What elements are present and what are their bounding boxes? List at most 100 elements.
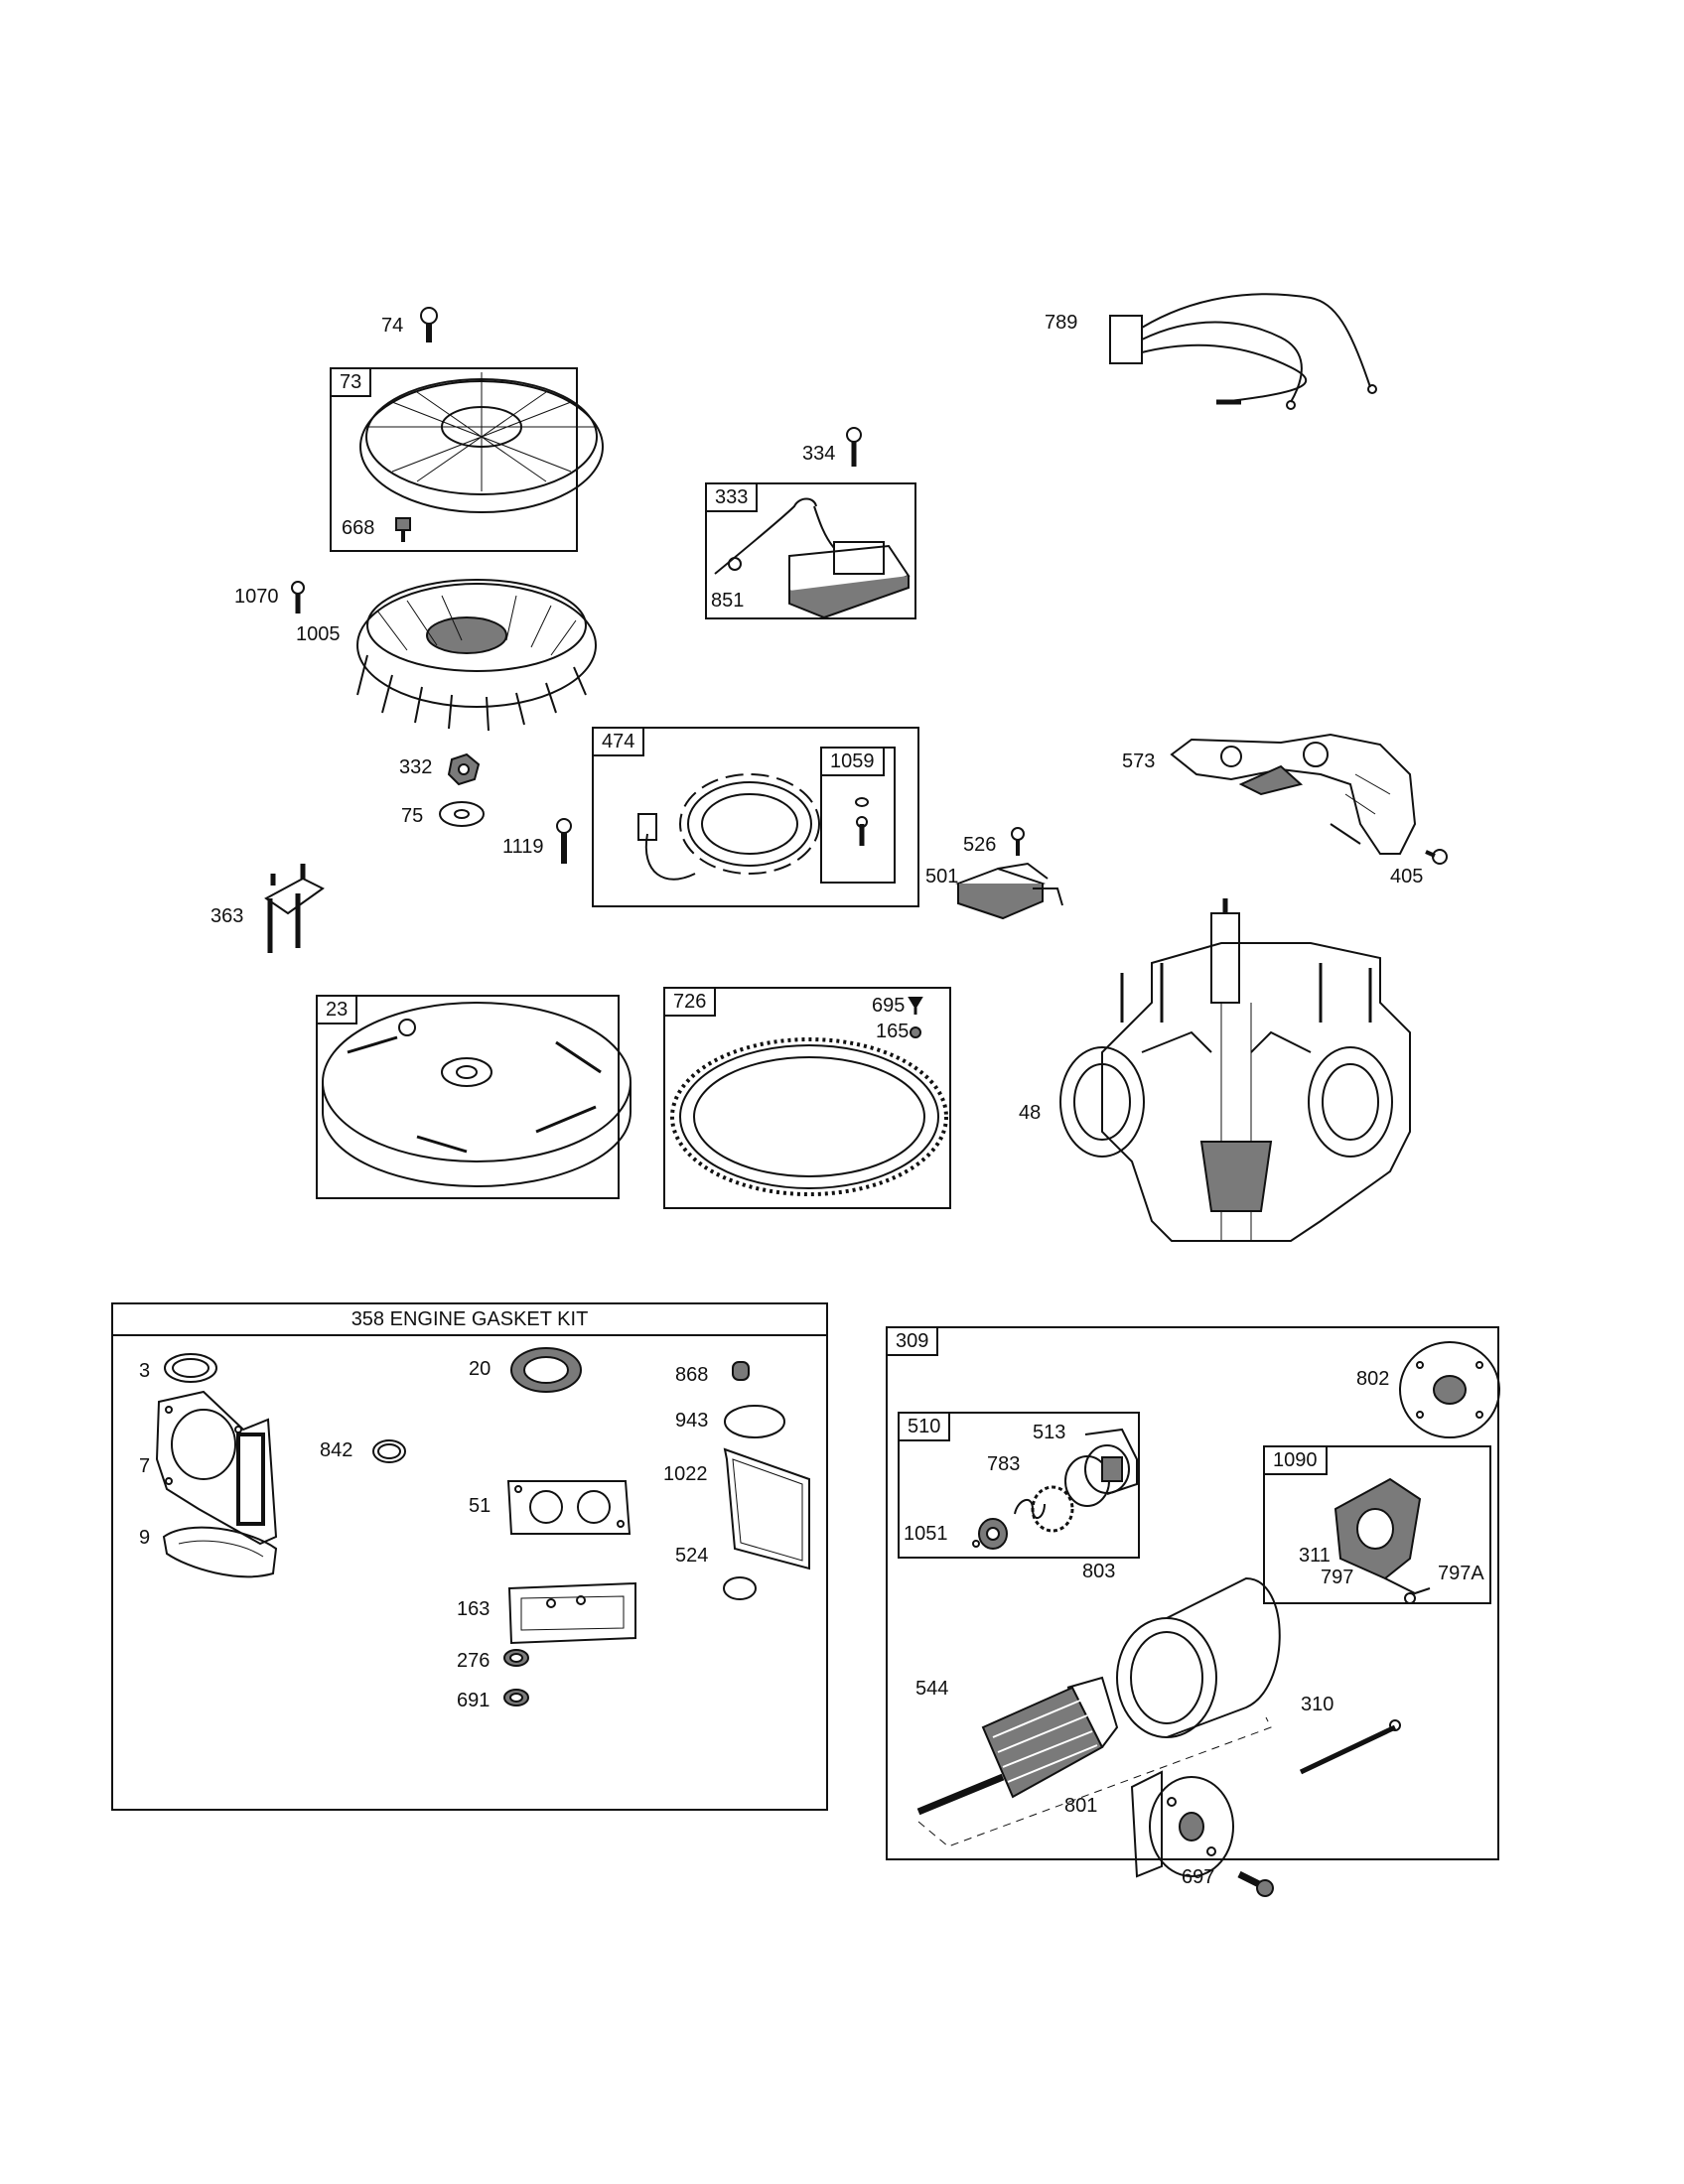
screw-1119-icon xyxy=(557,819,571,864)
alternator-stator-icon xyxy=(638,774,819,880)
callout-7: 7 xyxy=(139,1455,151,1477)
callout-332: 332 xyxy=(399,756,433,778)
callout-48: 48 xyxy=(1019,1102,1042,1124)
gasket-3-icon xyxy=(165,1354,216,1382)
part-726-box: 726 xyxy=(663,987,951,1209)
callout-797a: 797A xyxy=(1438,1563,1484,1584)
screw-697-icon xyxy=(1239,1874,1273,1896)
grommet-868-icon xyxy=(733,1362,749,1380)
callout-573: 573 xyxy=(1122,751,1156,772)
callout-334: 334 xyxy=(802,443,836,465)
part-73-tag: 73 xyxy=(332,369,372,397)
callout-544: 544 xyxy=(915,1678,949,1700)
callout-691: 691 xyxy=(457,1690,491,1711)
callout-797: 797 xyxy=(1321,1567,1354,1588)
callout-842: 842 xyxy=(320,1439,353,1461)
callout-802: 802 xyxy=(1356,1368,1390,1390)
fastener-1059-icon xyxy=(856,798,868,846)
callout-363: 363 xyxy=(210,905,244,927)
voltage-regulator-icon xyxy=(958,864,1062,918)
callout-695: 695 xyxy=(872,995,906,1017)
rivet-695-icon xyxy=(910,998,921,1015)
part-510-tag: 510 xyxy=(900,1414,951,1441)
part-474-box: 474 xyxy=(592,727,919,907)
part-309-tag: 309 xyxy=(888,1328,939,1356)
oring-943-icon xyxy=(725,1406,784,1437)
callout-851: 851 xyxy=(711,590,745,612)
seal-691-icon xyxy=(504,1690,528,1706)
nut-165-icon xyxy=(911,1027,920,1037)
callout-311: 311 xyxy=(1299,1545,1331,1567)
callout-51: 51 xyxy=(469,1495,491,1517)
drive-pinion-icon xyxy=(973,1430,1137,1549)
engine-shield-icon xyxy=(1172,735,1415,854)
seal-276-icon xyxy=(504,1650,528,1666)
part-726-tag: 726 xyxy=(665,989,717,1017)
starter-309-box: 309 xyxy=(886,1326,1499,1860)
callout-20: 20 xyxy=(469,1358,491,1380)
callout-405: 405 xyxy=(1390,866,1424,887)
plate-802-icon xyxy=(1400,1342,1499,1437)
armature-544-icon xyxy=(918,1678,1271,1846)
callout-697: 697 xyxy=(1182,1866,1215,1888)
part-333-box: 333 xyxy=(705,482,916,619)
callout-783: 783 xyxy=(987,1453,1021,1475)
callout-868: 868 xyxy=(675,1364,709,1386)
callout-1051: 1051 xyxy=(904,1523,948,1545)
cover-gasket-1022-icon xyxy=(725,1449,809,1569)
callout-526: 526 xyxy=(963,834,997,856)
callout-801: 801 xyxy=(1064,1795,1098,1817)
ignition-armature-icon xyxy=(715,499,909,618)
screw-526-icon xyxy=(1012,828,1024,856)
callout-9: 9 xyxy=(139,1527,151,1549)
part-474-tag: 474 xyxy=(594,729,645,756)
screw-1070-icon xyxy=(292,582,304,614)
callout-3: 3 xyxy=(139,1360,151,1382)
brush-plate-1090-icon xyxy=(1335,1479,1430,1603)
callout-803: 803 xyxy=(1082,1561,1116,1582)
part-73-box: 73 xyxy=(330,367,578,552)
callout-789: 789 xyxy=(1045,312,1078,334)
callout-276: 276 xyxy=(457,1650,491,1672)
gasket-9-icon xyxy=(164,1528,276,1577)
blower-fan-icon xyxy=(357,580,596,731)
callout-310: 310 xyxy=(1301,1694,1334,1715)
oring-842-icon xyxy=(373,1440,405,1462)
wiring-harness-icon xyxy=(1110,294,1376,409)
frame-803-icon xyxy=(1117,1578,1280,1737)
end-cap-801-icon xyxy=(1132,1772,1233,1876)
flywheel-icon xyxy=(323,1003,631,1186)
engine-block-icon xyxy=(1060,898,1410,1241)
part-333-tag: 333 xyxy=(707,484,759,512)
callout-74: 74 xyxy=(381,315,404,337)
oring-524-icon xyxy=(724,1577,756,1599)
nut-332-icon xyxy=(449,754,479,784)
callout-75: 75 xyxy=(401,805,424,827)
screw-74-icon xyxy=(421,308,437,342)
thru-bolt-310-icon xyxy=(1301,1720,1400,1772)
callout-513: 513 xyxy=(1033,1422,1066,1443)
head-gasket-7-icon xyxy=(157,1392,276,1544)
screw-405-icon xyxy=(1426,850,1447,864)
gasket-163-icon xyxy=(509,1583,635,1643)
seal-20-icon xyxy=(511,1348,581,1392)
part-1059-box: 1059 xyxy=(820,747,896,884)
callout-668: 668 xyxy=(342,517,375,539)
part-1090-box: 1090 xyxy=(1263,1445,1491,1604)
gasket-kit-title: 358 ENGINE GASKET KIT xyxy=(113,1304,826,1336)
callout-165: 165 xyxy=(876,1021,910,1042)
callout-1005: 1005 xyxy=(296,623,341,645)
ring-gear-icon xyxy=(672,1039,946,1194)
part-510-box: 510 xyxy=(898,1412,1140,1559)
part-23-box: 23 xyxy=(316,995,620,1199)
part-1090-tag: 1090 xyxy=(1265,1447,1328,1475)
grass-screen-icon xyxy=(360,372,603,512)
bracket-363-icon xyxy=(266,864,323,953)
part-1059-tag: 1059 xyxy=(822,749,885,776)
screw-668-icon xyxy=(396,518,410,542)
intake-gasket-51-icon xyxy=(508,1481,630,1534)
callout-943: 943 xyxy=(675,1410,709,1432)
screw-334-icon xyxy=(847,428,861,467)
washer-75-icon xyxy=(440,802,484,826)
